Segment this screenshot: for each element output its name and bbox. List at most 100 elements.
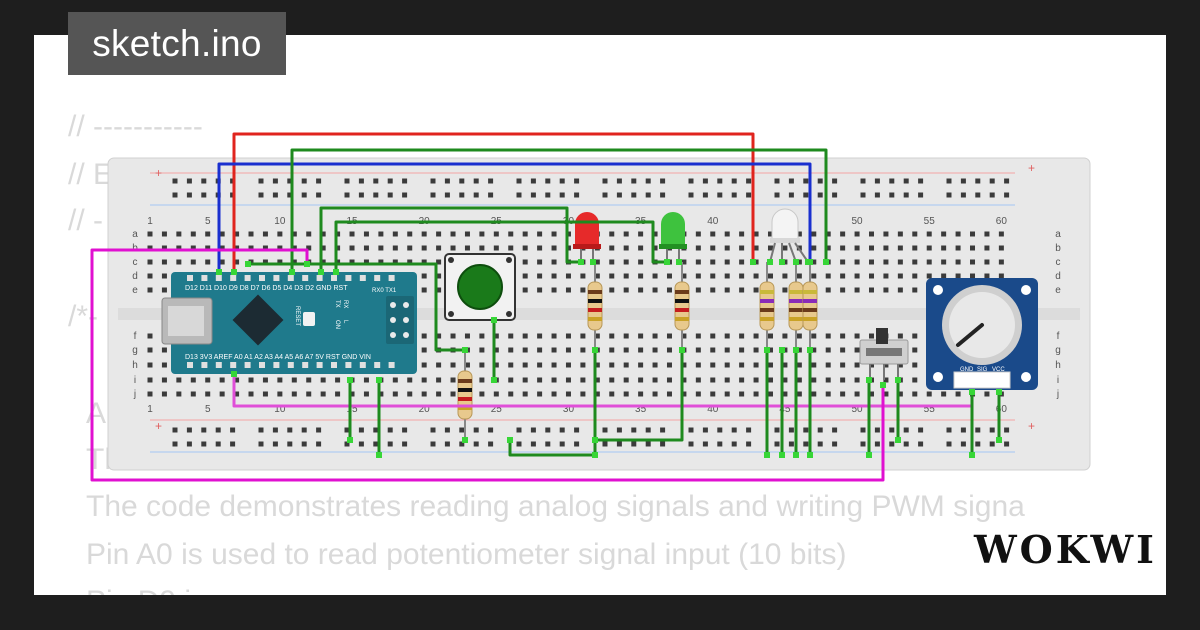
breadboard-hole[interactable] [874, 178, 880, 184]
breadboard-hole[interactable] [516, 441, 522, 447]
breadboard-hole[interactable] [832, 427, 838, 433]
breadboard-hole[interactable] [710, 391, 716, 397]
breadboard-hole[interactable] [291, 259, 297, 265]
breadboard-hole[interactable] [147, 333, 153, 339]
breadboard-hole[interactable] [565, 391, 571, 397]
breadboard-hole[interactable] [782, 273, 788, 279]
breadboard-hole[interactable] [638, 245, 644, 251]
breadboard-hole[interactable] [508, 347, 514, 353]
breadboard-hole[interactable] [436, 259, 442, 265]
breadboard-hole[interactable] [811, 347, 817, 353]
breadboard-hole[interactable] [897, 391, 903, 397]
breadboard-hole[interactable] [609, 287, 615, 293]
breadboard-hole[interactable] [796, 333, 802, 339]
breadboard-hole[interactable] [537, 391, 543, 397]
breadboard-hole[interactable] [580, 273, 586, 279]
breadboard-hole[interactable] [436, 231, 442, 237]
breadboard-hole[interactable] [320, 391, 326, 397]
breadboard-hole[interactable] [918, 192, 924, 198]
breadboard-hole[interactable] [946, 192, 952, 198]
breadboard-hole[interactable] [717, 178, 723, 184]
breadboard-hole[interactable] [430, 427, 436, 433]
breadboard-hole[interactable] [638, 377, 644, 383]
breadboard-hole[interactable] [234, 231, 240, 237]
breadboard-hole[interactable] [358, 427, 364, 433]
breadboard-hole[interactable] [147, 273, 153, 279]
breadboard-hole[interactable] [402, 441, 408, 447]
breadboard-hole[interactable] [421, 347, 427, 353]
breadboard-hole[interactable] [1004, 427, 1010, 433]
breadboard-hole[interactable] [695, 287, 701, 293]
breadboard-hole[interactable] [609, 333, 615, 339]
breadboard-hole[interactable] [941, 391, 947, 397]
breadboard-hole[interactable] [941, 259, 947, 265]
breadboard-hole[interactable] [392, 231, 398, 237]
breadboard-hole[interactable] [537, 231, 543, 237]
breadboard-hole[interactable] [767, 391, 773, 397]
breadboard-hole[interactable] [652, 347, 658, 353]
breadboard-hole[interactable] [516, 192, 522, 198]
breadboard-hole[interactable] [652, 391, 658, 397]
breadboard-hole[interactable] [349, 391, 355, 397]
breadboard-hole[interactable] [753, 231, 759, 237]
breadboard-hole[interactable] [574, 427, 580, 433]
breadboard-hole[interactable] [912, 391, 918, 397]
breadboard-hole[interactable] [580, 287, 586, 293]
breadboard-hole[interactable] [508, 245, 514, 251]
breadboard-hole[interactable] [219, 377, 225, 383]
breadboard-hole[interactable] [746, 441, 752, 447]
breadboard-hole[interactable] [912, 287, 918, 293]
breadboard-hole[interactable] [537, 377, 543, 383]
breadboard-hole[interactable] [631, 427, 637, 433]
breadboard-hole[interactable] [378, 231, 384, 237]
breadboard-hole[interactable] [565, 287, 571, 293]
breadboard-hole[interactable] [912, 245, 918, 251]
breadboard-hole[interactable] [710, 377, 716, 383]
breadboard-hole[interactable] [358, 178, 364, 184]
breadboard-hole[interactable] [320, 231, 326, 237]
breadboard-hole[interactable] [731, 192, 737, 198]
breadboard-hole[interactable] [782, 333, 788, 339]
breadboard-hole[interactable] [897, 231, 903, 237]
breadboard-hole[interactable] [473, 178, 479, 184]
breadboard-hole[interactable] [205, 391, 211, 397]
breadboard-hole[interactable] [551, 362, 557, 368]
breadboard-hole[interactable] [811, 245, 817, 251]
breadboard-hole[interactable] [176, 391, 182, 397]
breadboard-hole[interactable] [746, 427, 752, 433]
breadboard-hole[interactable] [840, 245, 846, 251]
breadboard-hole[interactable] [421, 245, 427, 251]
breadboard-hole[interactable] [666, 273, 672, 279]
breadboard-hole[interactable] [926, 259, 932, 265]
breadboard-hole[interactable] [176, 245, 182, 251]
breadboard-hole[interactable] [516, 178, 522, 184]
breadboard-hole[interactable] [724, 231, 730, 237]
breadboard-hole[interactable] [631, 192, 637, 198]
breadboard-hole[interactable] [874, 441, 880, 447]
breadboard-hole[interactable] [551, 273, 557, 279]
breadboard-hole[interactable] [258, 192, 264, 198]
breadboard-hole[interactable] [817, 178, 823, 184]
breadboard-hole[interactable] [883, 362, 889, 368]
breadboard-hole[interactable] [739, 391, 745, 397]
breadboard-hole[interactable] [645, 427, 651, 433]
breadboard-hole[interactable] [190, 377, 196, 383]
breadboard-hole[interactable] [358, 441, 364, 447]
breadboard-hole[interactable] [753, 245, 759, 251]
breadboard-hole[interactable] [545, 427, 551, 433]
breadboard-hole[interactable] [565, 273, 571, 279]
breadboard-hole[interactable] [710, 333, 716, 339]
breadboard-hole[interactable] [493, 245, 499, 251]
breadboard-hole[interactable] [941, 273, 947, 279]
breadboard-hole[interactable] [652, 245, 658, 251]
breadboard-hole[interactable] [559, 427, 565, 433]
breadboard-hole[interactable] [272, 441, 278, 447]
breadboard-hole[interactable] [306, 377, 312, 383]
breadboard-hole[interactable] [609, 273, 615, 279]
breadboard-hole[interactable] [638, 347, 644, 353]
breadboard-hole[interactable] [363, 245, 369, 251]
breadboard-hole[interactable] [574, 178, 580, 184]
breadboard-hole[interactable] [946, 427, 952, 433]
breadboard-hole[interactable] [753, 362, 759, 368]
breadboard-hole[interactable] [869, 245, 874, 251]
